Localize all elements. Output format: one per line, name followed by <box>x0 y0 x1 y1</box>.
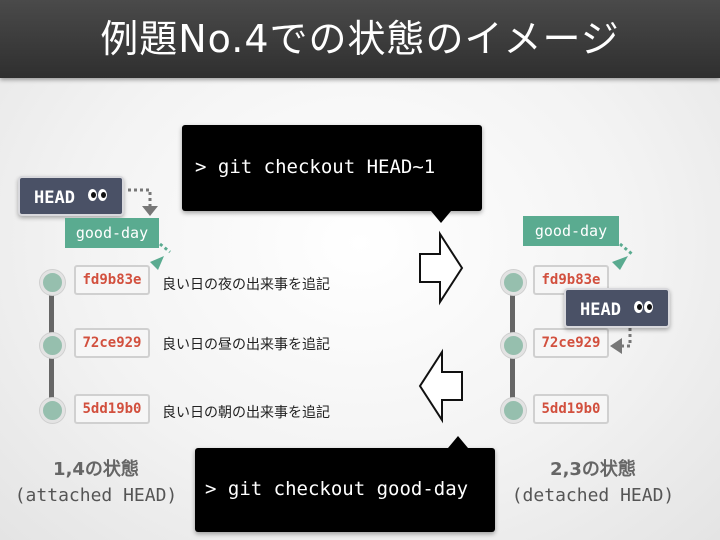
commit-node <box>40 333 65 358</box>
commit-hash: 72ce929 <box>533 328 609 358</box>
branch-label: good-day <box>523 216 619 246</box>
commit-hash: fd9b83e <box>74 265 150 295</box>
command-bubble-tail <box>431 211 451 223</box>
right-state-subtitle: (detached HEAD) <box>511 485 675 506</box>
branch-to-commit-pointer <box>159 242 171 254</box>
right-arrow-icon <box>419 230 464 306</box>
head-to-branch-pointer <box>128 188 152 206</box>
left-arrow-icon <box>418 348 463 424</box>
commit-message: 良い日の夜の出来事を追記 <box>162 277 330 293</box>
right-state-title: 2,3の状態 <box>550 459 636 480</box>
commit-node <box>40 398 65 423</box>
commit-hash: 5dd19b0 <box>533 394 609 424</box>
commit-node <box>501 270 526 295</box>
commit-hash: 72ce929 <box>74 328 150 358</box>
checkout-branch-command: > git checkout good-day <box>195 448 495 532</box>
commit-message: 良い日の朝の出来事を追記 <box>162 405 330 421</box>
commit-hash: 5dd19b0 <box>74 394 150 424</box>
branch-label: good-day <box>65 218 159 248</box>
commit-node <box>501 333 526 358</box>
commit-node <box>501 398 526 423</box>
head-label: HEAD <box>564 288 670 328</box>
checkout-head-command: > git checkout HEAD~1 <box>182 125 482 211</box>
slide-title: 例題No.4での状態のイメージ <box>100 17 620 61</box>
head-pointer-arrowhead <box>142 206 158 216</box>
left-state-subtitle: (attached HEAD) <box>14 485 178 506</box>
title-bar <box>0 0 720 78</box>
commit-message: 良い日の昼の出来事を追記 <box>162 337 330 353</box>
commit-node <box>40 270 65 295</box>
command-bubble-tail <box>448 436 468 448</box>
branch-pointer-arrowhead <box>150 256 164 270</box>
left-state-title: 1,4の状態 <box>53 459 139 480</box>
head-label: HEAD <box>18 176 124 216</box>
